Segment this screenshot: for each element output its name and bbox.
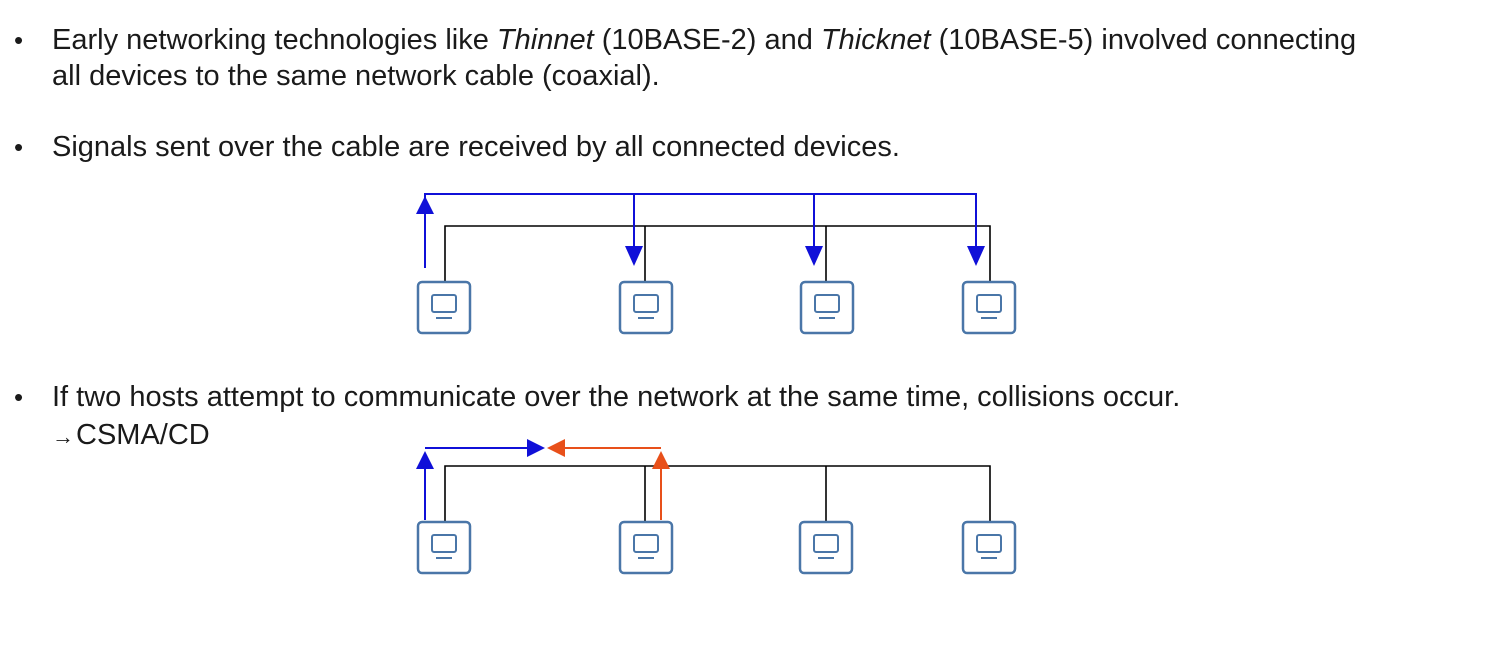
bullet-1-intro: Early networking technologies like	[52, 24, 497, 56]
monitor-icon	[813, 534, 839, 559]
thicknet-code: (10BASE-5) involved connecting	[930, 24, 1357, 56]
monitor-icon	[633, 534, 659, 559]
monitor-icon	[976, 534, 1002, 559]
monitor-icon	[633, 294, 659, 319]
host-computer	[961, 520, 1017, 575]
thinnet-code: (10BASE-2) and	[593, 24, 821, 56]
orange-signal-left-arrowhead	[547, 439, 565, 457]
bullet-dot: •	[14, 25, 24, 55]
signal-down-arrowhead-2	[625, 246, 643, 266]
monitor-icon	[431, 534, 457, 559]
host-computer	[961, 280, 1017, 335]
host-computer	[618, 280, 674, 335]
host-computer	[799, 280, 855, 335]
monitor-icon	[976, 294, 1002, 319]
bullet-dot: •	[14, 382, 24, 412]
thicknet-term: Thicknet	[820, 24, 931, 56]
bullet-3-sub: →CSMA/CD	[52, 417, 210, 455]
blue-signal-right-arrowhead	[527, 439, 545, 457]
host-computer	[798, 520, 854, 575]
thinnet-term: Thinnet	[496, 24, 594, 56]
host-computer	[618, 520, 674, 575]
monitor-icon	[814, 294, 840, 319]
coax-cable	[444, 225, 991, 282]
coax-cable	[444, 465, 991, 522]
right-arrow-icon: →	[52, 424, 74, 449]
signal-down-arrowhead-4	[967, 246, 985, 266]
collision-diagram	[416, 439, 1017, 575]
host-computer	[416, 280, 472, 335]
bullet-3-text: If two hosts attempt to communicate over…	[52, 381, 1181, 413]
orange-signal-up-arrowhead	[652, 451, 670, 469]
host-computer	[416, 520, 472, 575]
blue-signal-up-arrowhead	[416, 451, 434, 469]
signal-down-arrowhead-3	[805, 246, 823, 266]
bullet-1-text: Early networking technologies like Thinn…	[52, 22, 1356, 94]
bullet-dot: •	[14, 132, 24, 162]
bullet-2-text: Signals sent over the cable are received…	[52, 131, 900, 163]
broadcast-diagram	[416, 193, 1017, 335]
signal-broadcast-line	[424, 193, 977, 248]
csma-cd-label: CSMA/CD	[76, 419, 210, 451]
bullet-1-line2: all devices to the same network cable (c…	[52, 60, 660, 92]
monitor-icon	[431, 294, 457, 319]
